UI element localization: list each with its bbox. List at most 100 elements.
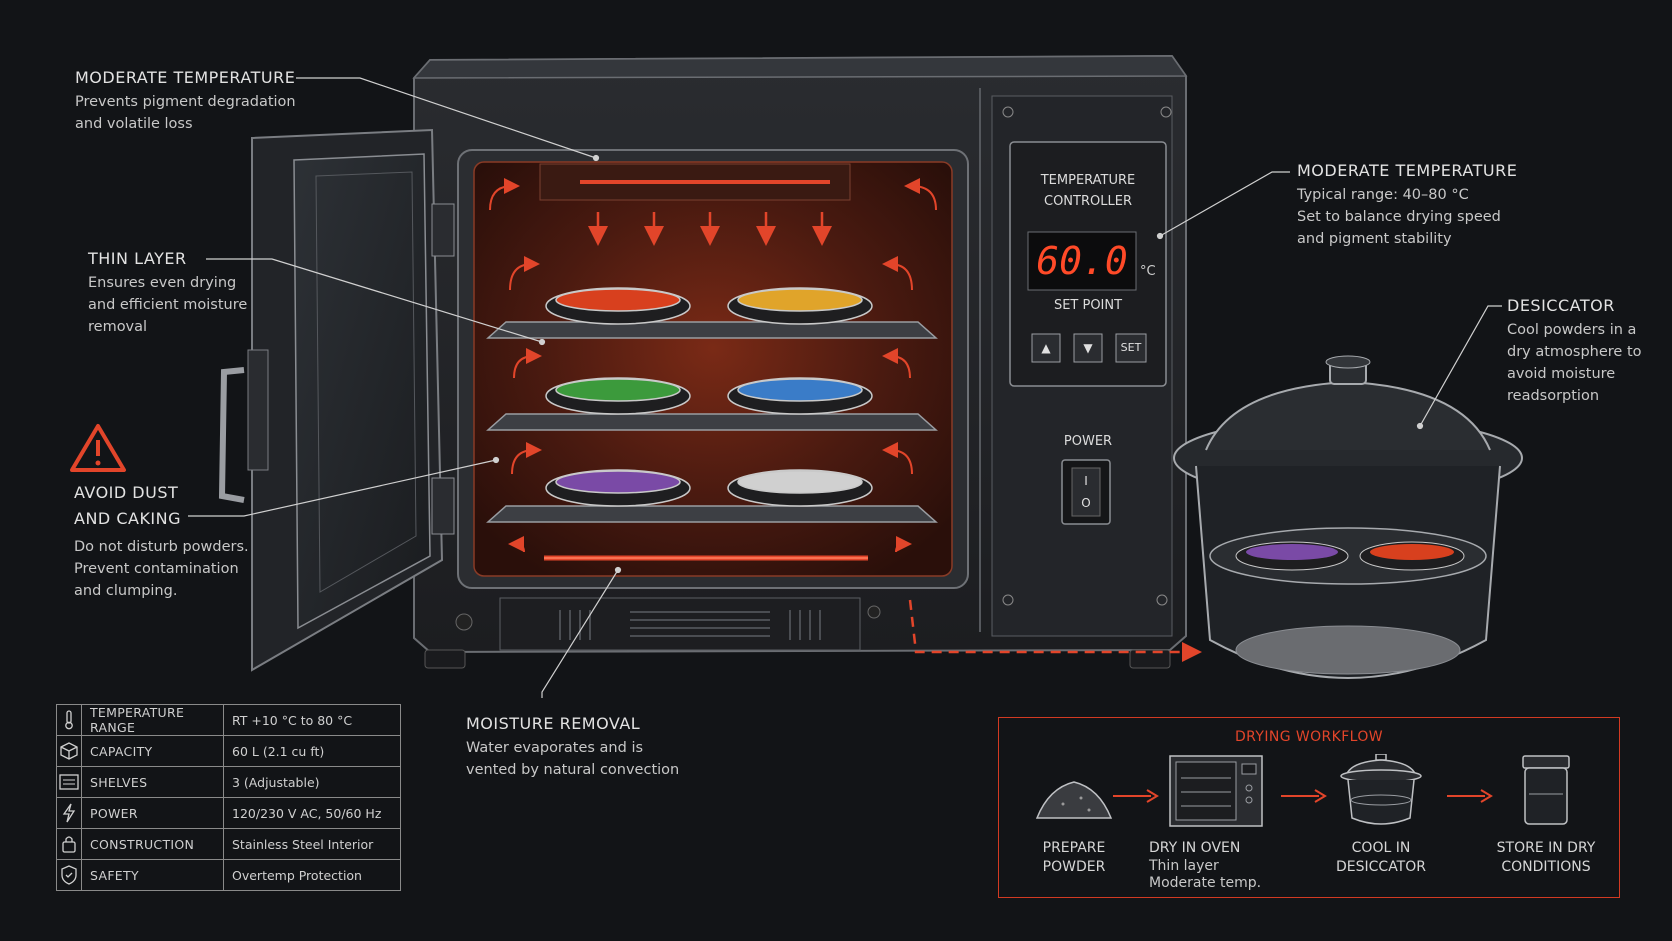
workflow-label-line: POWDER: [1042, 859, 1106, 875]
annotation-desiccator: DESICCATOR Cool powders in a dry atmosph…: [1507, 296, 1642, 407]
spec-label: TEMPERATURE RANGE: [81, 704, 224, 736]
workflow-label-line: DRY IN OVEN: [1149, 840, 1241, 856]
spec-label: CAPACITY: [81, 735, 224, 767]
workflow-step-label: COOL IN DESICCATOR: [1306, 839, 1456, 877]
workflow-arrow-icon: [1113, 789, 1159, 803]
annotation-title: AND CAKING: [74, 509, 182, 528]
oven-icon: [1169, 755, 1263, 827]
spec-value: Overtemp Protection: [223, 859, 401, 891]
annotation-line: Typical range: 40–80 °C: [1297, 187, 1469, 203]
workflow-sub-line: Moderate temp.: [1149, 875, 1262, 891]
annotation-line: vented by natural convection: [466, 762, 680, 778]
controller-title: TEMPERATURE CONTROLLER: [1010, 170, 1166, 212]
annotation-avoid-dust: AVOID DUST AND CAKING Do not disturb pow…: [74, 482, 249, 602]
controller-title-line: CONTROLLER: [1044, 194, 1132, 209]
annotation-line: and volatile loss: [75, 116, 193, 132]
down-button[interactable]: ▼: [1083, 341, 1093, 355]
annotation-line: Set to balance drying speed: [1297, 209, 1501, 225]
annotation-line: avoid moisture: [1507, 366, 1616, 382]
annotation-line: and clumping.: [74, 583, 178, 599]
power-switch[interactable]: I O: [1072, 470, 1100, 514]
set-point-label: SET POINT: [1053, 298, 1123, 313]
annotation-line: Ensures even drying: [88, 275, 237, 291]
shield-icon: [56, 859, 82, 891]
table-row: TEMPERATURE RANGE RT +10 °C to 80 °C: [56, 704, 401, 736]
table-row: SHELVES 3 (Adjustable): [56, 766, 401, 798]
table-row: CONSTRUCTION Stainless Steel Interior: [56, 828, 401, 860]
table-row: SAFETY Overtemp Protection: [56, 859, 401, 891]
powder-pile-icon: [1035, 781, 1113, 819]
annotation-title: MODERATE TEMPERATURE: [1297, 161, 1518, 180]
shelves-icon: [56, 766, 82, 798]
workflow-arrow-icon: [1447, 789, 1493, 803]
annotation-moderate-temperature-left: MODERATE TEMPERATURE Prevents pigment de…: [75, 68, 296, 135]
workflow-label-line: PREPARE: [1042, 840, 1106, 856]
thermometer-icon: [56, 704, 82, 736]
desiccator-icon: [1340, 754, 1422, 825]
annotation-thin-layer: THIN LAYER Ensures even drying and effic…: [88, 249, 247, 338]
spec-value: 3 (Adjustable): [223, 766, 401, 798]
set-button[interactable]: SET: [1120, 341, 1142, 354]
temperature-display: 60.0: [1036, 239, 1128, 283]
switch-off-label: O: [1081, 496, 1091, 510]
workflow-step-label: STORE IN DRY CONDITIONS: [1471, 839, 1621, 877]
leader-lines: [188, 77, 1502, 698]
control-panel: [991, 95, 1173, 637]
spec-value: 120/230 V AC, 50/60 Hz: [223, 797, 401, 829]
switch-on-label: I: [1084, 474, 1088, 488]
annotation-line: and pigment stability: [1297, 231, 1452, 247]
transfer-arrow: [908, 599, 1202, 662]
annotation-title: THIN LAYER: [88, 249, 187, 268]
spec-value: RT +10 °C to 80 °C: [223, 704, 401, 736]
spec-value: 60 L (2.1 cu ft): [223, 735, 401, 767]
controller-title-line: TEMPERATURE: [1040, 173, 1136, 188]
up-button[interactable]: ▲: [1041, 341, 1051, 355]
spec-label: SHELVES: [81, 766, 224, 798]
workflow-arrow-icon: [1281, 789, 1327, 803]
jar-icon: [1522, 755, 1570, 825]
spec-label: CONSTRUCTION: [81, 828, 224, 860]
annotation-line: Prevents pigment degradation: [75, 94, 296, 110]
annotation-title: MOISTURE REMOVAL: [466, 714, 641, 733]
annotation-line: Water evaporates and is: [466, 740, 644, 756]
annotation-line: Cool powders in a: [1507, 322, 1637, 338]
lock-icon: [56, 828, 82, 860]
annotation-line: readsorption: [1507, 388, 1600, 404]
power-label: POWER: [1063, 434, 1113, 449]
workflow-label-line: CONDITIONS: [1501, 859, 1591, 875]
temperature-unit: °C: [1140, 264, 1156, 279]
workflow-step-label: DRY IN OVEN: [1149, 839, 1291, 858]
workflow-step-sub: Thin layer Moderate temp.: [1149, 858, 1299, 892]
desiccator-illustration: [1173, 355, 1523, 679]
annotation-title: MODERATE TEMPERATURE: [75, 68, 296, 87]
drying-workflow: DRYING WORKFLOW PREPARE POWDER DRY IN OV…: [998, 717, 1620, 898]
oven-chamber: [457, 149, 969, 589]
annotation-line: removal: [88, 319, 148, 335]
table-row: CAPACITY 60 L (2.1 cu ft): [56, 735, 401, 767]
annotation-title: DESICCATOR: [1507, 296, 1615, 315]
box-icon: [56, 735, 82, 767]
workflow-title: DRYING WORKFLOW: [1234, 729, 1384, 745]
workflow-label-line: DESICCATOR: [1336, 859, 1426, 875]
spec-label: SAFETY: [81, 859, 224, 891]
lightning-icon: [56, 797, 82, 829]
warning-icon: [70, 424, 126, 472]
spec-value: Stainless Steel Interior: [223, 828, 401, 860]
annotation-line: and efficient moisture: [88, 297, 248, 313]
annotation-moisture-removal: MOISTURE REMOVAL Water evaporates and is…: [466, 714, 679, 781]
annotation-line: dry atmosphere to: [1507, 344, 1642, 360]
workflow-label-line: COOL IN: [1351, 840, 1411, 856]
oven-door: [218, 128, 455, 672]
table-row: POWER 120/230 V AC, 50/60 Hz: [56, 797, 401, 829]
pigment-dishes: [545, 287, 873, 507]
annotation-line: Do not disturb powders.: [74, 539, 249, 555]
spec-label: POWER: [81, 797, 224, 829]
workflow-label-line: STORE IN DRY: [1496, 840, 1596, 856]
workflow-sub-line: Thin layer: [1149, 858, 1219, 874]
workflow-step-label: PREPARE POWDER: [999, 839, 1149, 877]
annotation-moderate-temperature-right: MODERATE TEMPERATURE Typical range: 40–8…: [1297, 161, 1517, 250]
annotation-line: Prevent contamination: [74, 561, 239, 577]
specs-table: TEMPERATURE RANGE RT +10 °C to 80 °C CAP…: [56, 704, 401, 891]
